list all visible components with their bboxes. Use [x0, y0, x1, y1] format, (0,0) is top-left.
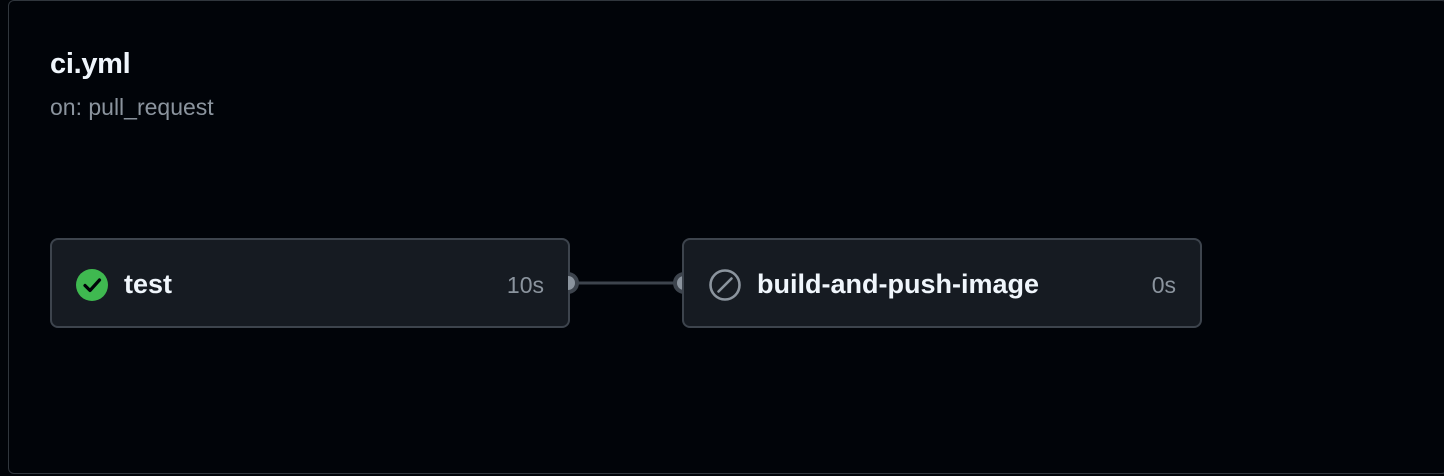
- workflow-title[interactable]: ci.yml: [50, 48, 131, 80]
- workflow-graph-panel: [8, 0, 1444, 474]
- skip-icon: [709, 269, 741, 301]
- check-circle-icon: [76, 269, 108, 301]
- job-card-test[interactable]: test 10s: [50, 238, 570, 328]
- job-card-build-and-push-image[interactable]: build-and-push-image 0s: [682, 238, 1202, 328]
- job-name: build-and-push-image: [757, 269, 1039, 299]
- job-connector: [568, 272, 686, 294]
- job-duration: 0s: [1151, 272, 1176, 298]
- job-name: test: [124, 269, 173, 299]
- job-duration: 10s: [506, 272, 544, 298]
- workflow-trigger: on: pull_request: [50, 94, 214, 120]
